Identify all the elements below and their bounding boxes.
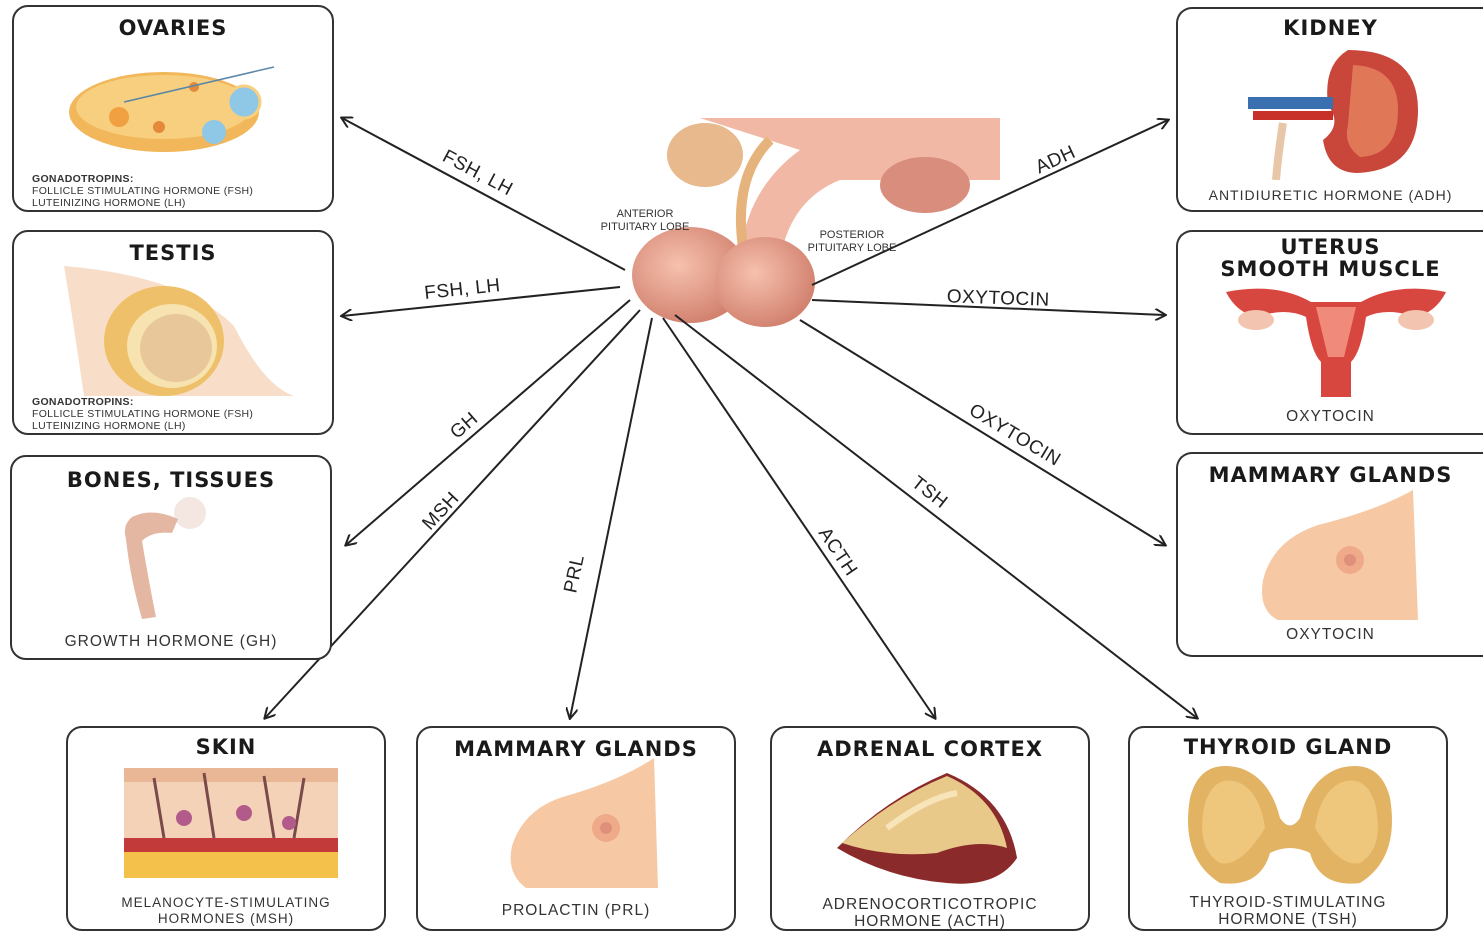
testis-box: TESTIS GONADOTROPINS: FOLLICLE STIMULATI… — [12, 230, 334, 435]
anterior-lobe-label-2: PITUITARY LOBE — [601, 221, 690, 233]
hormone-label-oxytocin-uterus: OXYTOCIN — [946, 286, 1050, 311]
uterus-title-1: UTERUS — [1178, 236, 1483, 258]
uterus-title-2: SMOOTH MUSCLE — [1178, 258, 1483, 280]
adrenal-title: ADRENAL CORTEX — [772, 738, 1088, 760]
bones-title: BONES, TISSUES — [12, 469, 330, 491]
thyroid-gland-box: THYROID GLAND THYROID-STIMULATING HORMON… — [1128, 726, 1448, 931]
hormone-label-gh: GH — [446, 408, 482, 443]
adrenal-cortex-box: ADRENAL CORTEX ADRENOCORTICOTROPIC HORMO… — [770, 726, 1090, 931]
bones-caption: GROWTH HORMONE (GH) — [12, 633, 330, 650]
hormone-label-ovaries: FSH, LH — [439, 146, 516, 200]
ovaries-title: OVARIES — [14, 17, 332, 39]
adrenal-caption-2: HORMONE (ACTH) — [772, 913, 1088, 930]
adrenal-caption-1: ADRENOCORTICOTROPIC — [772, 896, 1088, 913]
uterus-caption: OXYTOCIN — [1178, 408, 1483, 425]
testis-illustration — [64, 266, 294, 396]
posterior-lobe-label-2: PITUITARY LOBE — [808, 242, 897, 254]
testis-fsh: FOLLICLE STIMULATING HORMONE (FSH) — [32, 408, 253, 420]
arrow-to-ovaries — [342, 118, 625, 270]
skin-cross-section-illustration — [124, 768, 338, 878]
arrow-to-mammary-bottom — [570, 318, 652, 718]
uterus-illustration — [1216, 282, 1456, 397]
mammary-bottom-title: MAMMARY GLANDS — [418, 738, 734, 760]
mammary-glands-bottom-box: MAMMARY GLANDS PROLACTIN (PRL) — [416, 726, 736, 931]
hormone-label-tsh: TSH — [907, 472, 951, 513]
skin-title: SKIN — [68, 736, 384, 758]
breast-illustration-right — [1258, 490, 1428, 620]
bones-tissues-box: BONES, TISSUES GROWTH HORMONE (GH) — [10, 455, 332, 660]
arrow-to-mammary-right — [800, 320, 1165, 545]
mammary-glands-right-box: MAMMARY GLANDS OXYTOCIN — [1176, 452, 1483, 657]
ovaries-box: OVARIES GONADOTROPINS: FOLLICLE STIMULAT… — [12, 5, 334, 212]
mammary-right-caption: OXYTOCIN — [1178, 626, 1483, 643]
hormone-label-prl: PRL — [560, 553, 589, 595]
kidney-title: KIDNEY — [1178, 17, 1483, 39]
thyroid-illustration — [1180, 758, 1400, 888]
testis-gonadotropins: GONADOTROPINS: — [32, 396, 134, 408]
skin-caption-2: HORMONES (MSH) — [68, 910, 384, 927]
thyroid-title: THYROID GLAND — [1130, 736, 1446, 758]
adrenal-gland-illustration — [827, 768, 1027, 893]
uterus-box: UTERUS SMOOTH MUSCLE OXYTOCIN — [1176, 230, 1483, 435]
ovaries-lh: LUTEINIZING HORMONE (LH) — [32, 197, 186, 209]
skin-box: SKIN MELANOCYTE-STIMULATING HORMONES (MS… — [66, 726, 386, 931]
testis-lh: LUTEINIZING HORMONE (LH) — [32, 420, 186, 432]
kidney-box: KIDNEY ANTIDIURETIC HORMONE (ADH) — [1176, 7, 1483, 212]
ovaries-gonadotropins: GONADOTROPINS: — [32, 173, 134, 185]
arrow-to-bones — [346, 300, 630, 545]
thyroid-caption-1: THYROID-STIMULATING — [1130, 894, 1446, 911]
mammary-right-title: MAMMARY GLANDS — [1178, 464, 1483, 486]
ovary-illustration — [64, 47, 294, 157]
posterior-lobe-label-1: POSTERIOR — [820, 229, 885, 241]
femur-illustration — [112, 497, 222, 622]
breast-illustration-bottom — [506, 758, 666, 888]
hormone-label-oxytocin-mammary: OXYTOCIN — [965, 400, 1064, 471]
skin-caption-1: MELANOCYTE-STIMULATING — [68, 894, 384, 911]
kidney-caption: ANTIDIURETIC HORMONE (ADH) — [1178, 187, 1483, 204]
kidney-illustration — [1248, 45, 1428, 180]
mammary-bottom-caption: PROLACTIN (PRL) — [418, 902, 734, 919]
testis-title: TESTIS — [14, 242, 332, 264]
anterior-lobe-label-1: ANTERIOR — [617, 208, 674, 220]
thyroid-caption-2: HORMONE (TSH) — [1130, 911, 1446, 928]
ovaries-fsh: FOLLICLE STIMULATING HORMONE (FSH) — [32, 185, 253, 197]
